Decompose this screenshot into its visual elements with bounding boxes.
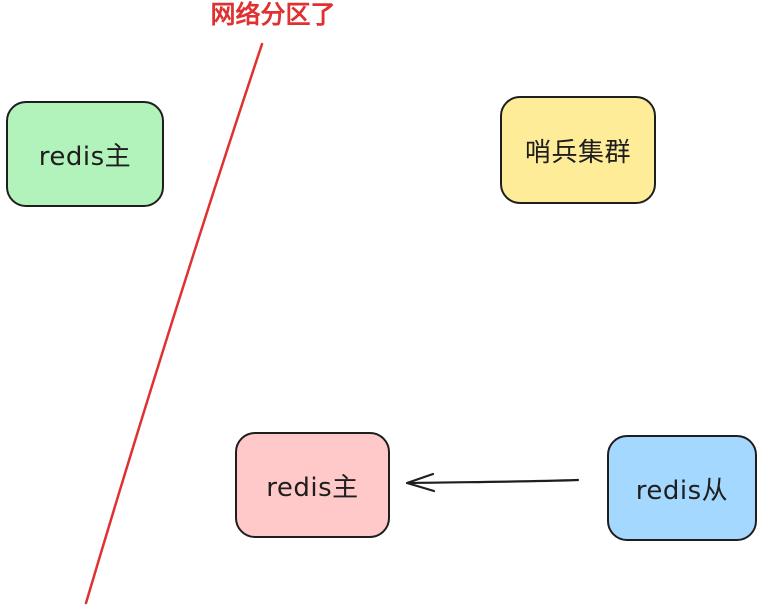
node-sentinel-cluster: 哨兵集群 [500, 96, 656, 204]
partition-annotation-label: 网络分区了 [210, 0, 336, 29]
node-redis-master-old-label: redis主 [38, 141, 132, 172]
node-redis-master-new-label: redis主 [266, 472, 359, 503]
node-redis-slave: redis从 [607, 435, 757, 541]
node-redis-master-old: redis主 [6, 101, 164, 207]
node-redis-slave-label: redis从 [635, 475, 729, 506]
node-sentinel-cluster-label: 哨兵集群 [524, 137, 631, 168]
replication-arrow-head [405, 472, 436, 493]
replication-arrow-shaft [408, 478, 580, 485]
replication-arrow [405, 472, 580, 493]
node-redis-master-new: redis主 [235, 432, 390, 538]
